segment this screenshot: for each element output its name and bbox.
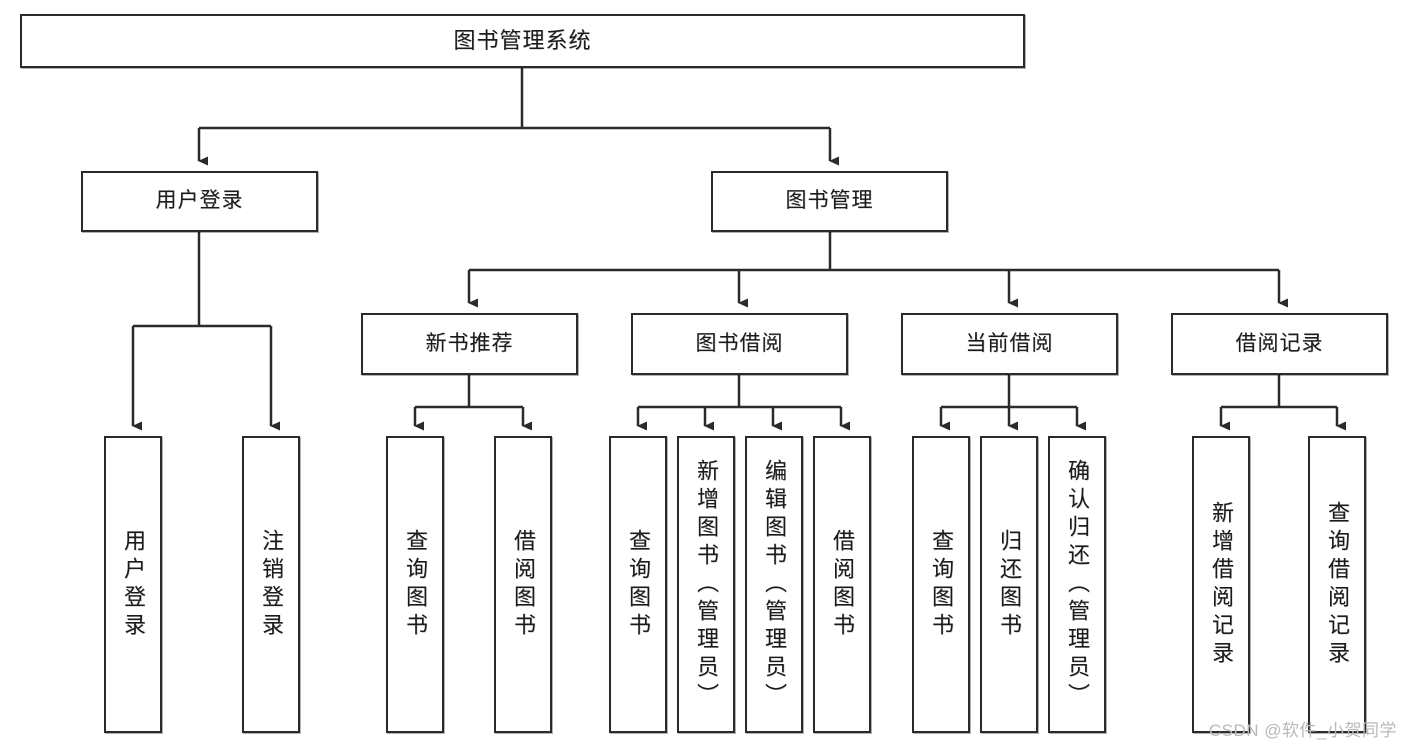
- leaf-label: 新增图书（管理员）: [694, 458, 719, 711]
- leaf-label: 编辑图书（管理员）: [762, 458, 787, 711]
- leaf-label: 查询借阅记录: [1325, 500, 1350, 669]
- leaf-return-book[interactable]: 归还图书: [980, 436, 1038, 733]
- leaf-label: 用户登录: [121, 528, 146, 641]
- leaf-label: 查询图书: [403, 528, 428, 641]
- leaf-logout[interactable]: 注销登录: [242, 436, 300, 733]
- node-current-borrow[interactable]: 当前借阅: [901, 313, 1118, 375]
- leaf-edit-book-admin[interactable]: 编辑图书（管理员）: [745, 436, 803, 733]
- node-label: 图书管理系统: [453, 28, 592, 54]
- leaf-query-book-recommend[interactable]: 查询图书: [386, 436, 444, 733]
- leaf-label: 借阅图书: [830, 528, 855, 641]
- csdn-watermark: CSDN @软件_小贺同学: [1208, 721, 1397, 740]
- node-root-system[interactable]: 图书管理系统: [20, 14, 1025, 68]
- leaf-label: 查询图书: [626, 528, 651, 641]
- leaf-label: 查询图书: [929, 528, 954, 641]
- node-book-management[interactable]: 图书管理: [711, 171, 948, 232]
- leaf-query-book-borrow[interactable]: 查询图书: [609, 436, 667, 733]
- leaf-label: 借阅图书: [511, 528, 536, 641]
- node-user-login[interactable]: 用户登录: [81, 171, 318, 232]
- leaf-query-borrow-record[interactable]: 查询借阅记录: [1308, 436, 1366, 733]
- leaf-confirm-return-admin[interactable]: 确认归还（管理员）: [1048, 436, 1106, 733]
- leaf-query-book-current[interactable]: 查询图书: [912, 436, 970, 733]
- node-label: 图书管理: [785, 189, 874, 213]
- leaf-label: 归还图书: [997, 528, 1022, 641]
- node-label: 新书推荐: [425, 331, 514, 355]
- leaf-add-borrow-record[interactable]: 新增借阅记录: [1192, 436, 1250, 733]
- leaf-add-book-admin[interactable]: 新增图书（管理员）: [677, 436, 735, 733]
- leaf-borrow-book-recommend[interactable]: 借阅图书: [494, 436, 552, 733]
- leaf-label: 确认归还（管理员）: [1065, 458, 1090, 711]
- node-book-borrow[interactable]: 图书借阅: [631, 313, 848, 375]
- node-new-book-recommend[interactable]: 新书推荐: [361, 313, 578, 375]
- node-label: 借阅记录: [1235, 331, 1324, 355]
- node-label: 用户登录: [155, 189, 244, 213]
- node-label: 当前借阅: [965, 331, 1054, 355]
- leaf-label: 注销登录: [259, 528, 284, 641]
- leaf-user-login[interactable]: 用户登录: [104, 436, 162, 733]
- leaf-borrow-book[interactable]: 借阅图书: [813, 436, 871, 733]
- leaf-label: 新增借阅记录: [1209, 500, 1234, 669]
- node-label: 图书借阅: [695, 331, 784, 355]
- node-borrow-record[interactable]: 借阅记录: [1171, 313, 1388, 375]
